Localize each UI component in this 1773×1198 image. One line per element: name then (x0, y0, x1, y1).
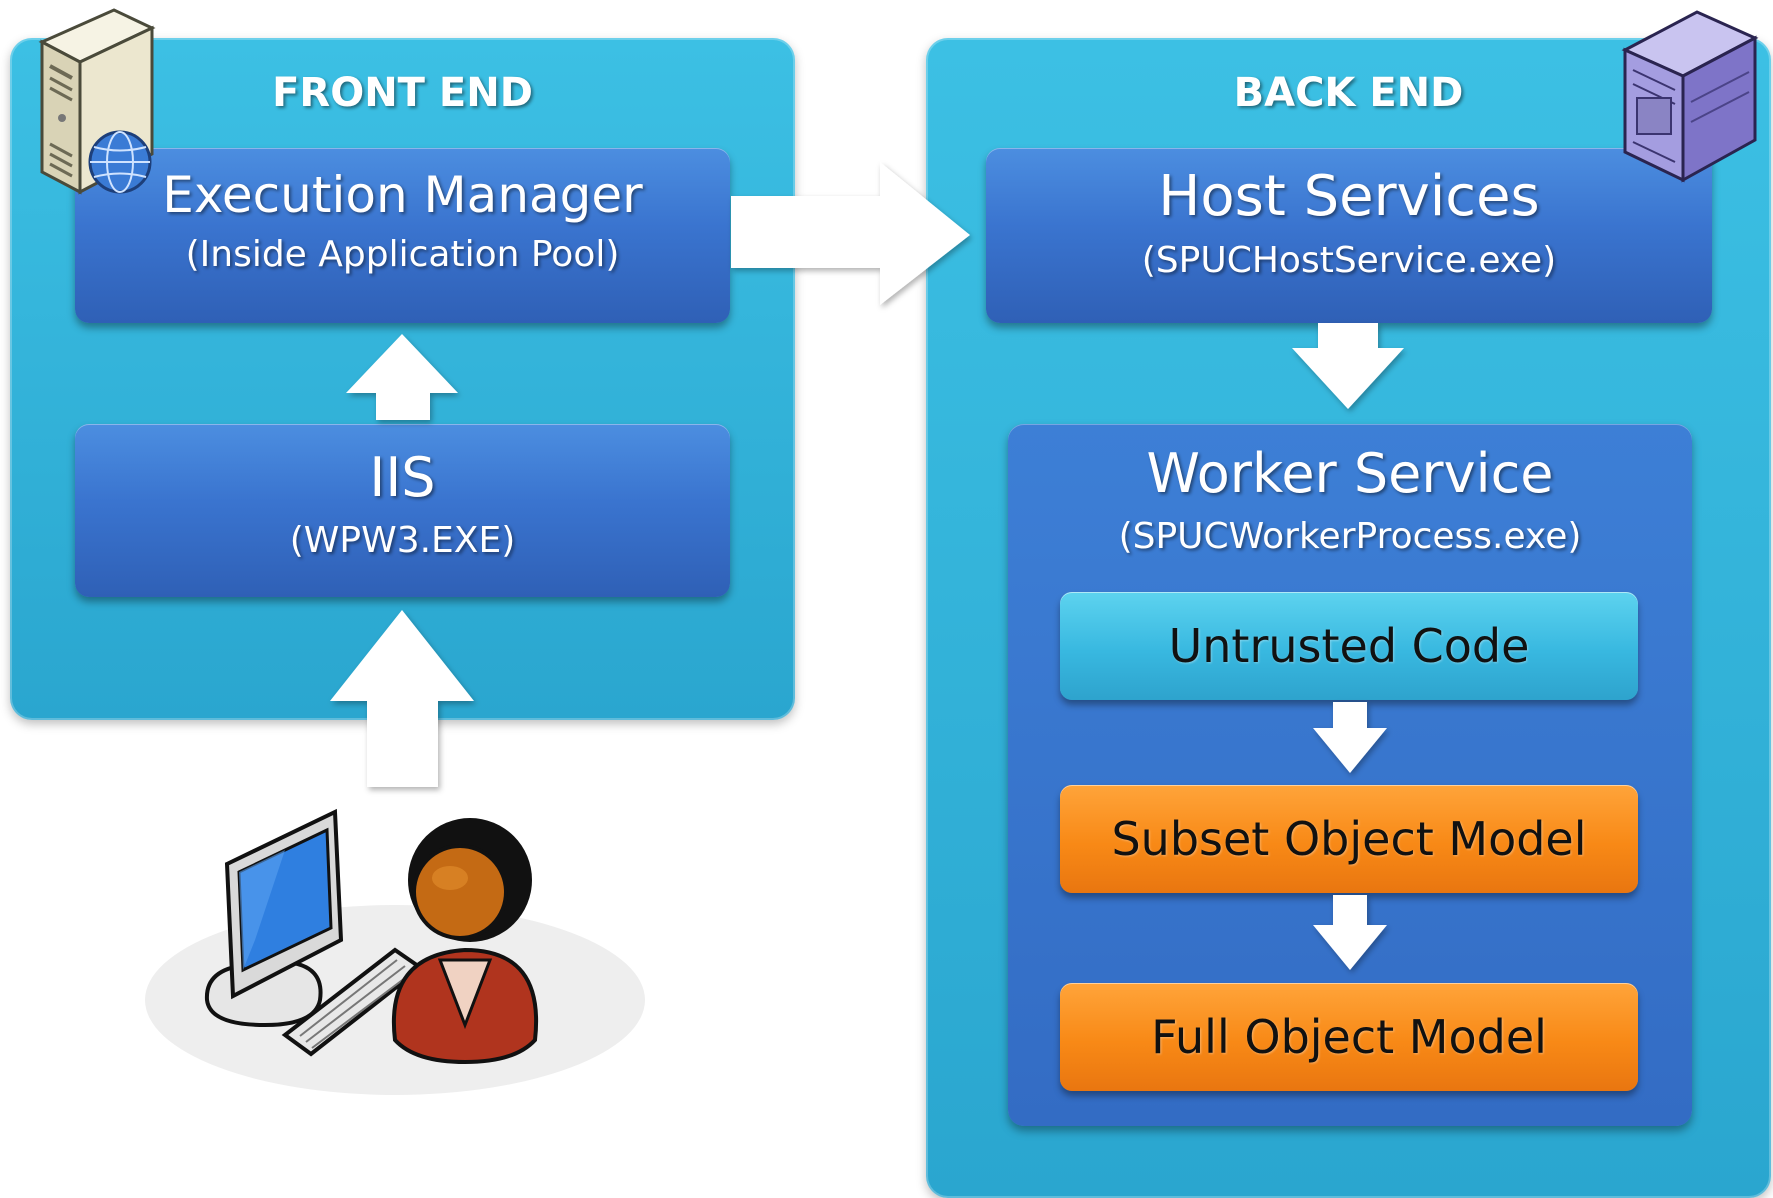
host-services-title: Host Services (1158, 164, 1540, 229)
iis-box: IIS (WPW3.EXE) (75, 424, 730, 597)
monitor-icon (204, 808, 344, 1028)
execution-manager-box: Execution Manager (Inside Application Po… (75, 148, 730, 323)
arrow-execution-manager-to-host-services (731, 162, 970, 305)
web-server-icon (38, 8, 156, 195)
arrow-untrusted-to-subset (1313, 702, 1387, 773)
untrusted-code-box: Untrusted Code (1060, 592, 1638, 700)
iis-title: IIS (369, 446, 436, 509)
back-end-title: BACK END (1233, 70, 1464, 116)
host-services-subtitle: (SPUCHostService.exe) (1141, 240, 1557, 281)
execution-manager-subtitle: (Inside Application Pool) (185, 234, 620, 275)
execution-manager-title: Execution Manager (162, 166, 643, 224)
iis-subtitle: (WPW3.EXE) (289, 520, 516, 561)
mainframe-server-icon (1621, 10, 1759, 183)
arrow-iis-to-execution-manager (346, 334, 458, 420)
subset-object-model-box: Subset Object Model (1060, 785, 1638, 893)
user-computer-icon (145, 808, 645, 1095)
arrow-subset-to-full (1313, 895, 1387, 970)
worker-service-subtitle: (SPUCWorkerProcess.exe) (1118, 516, 1582, 557)
host-services-box: Host Services (SPUCHostService.exe) (986, 148, 1712, 323)
keyboard-icon (281, 947, 425, 1057)
worker-service-title: Worker Service (1146, 442, 1554, 505)
arrow-user-to-iis (330, 610, 474, 787)
front-end-title: FRONT END (272, 70, 533, 116)
full-object-model-box: Full Object Model (1060, 983, 1638, 1091)
person-icon (391, 818, 539, 1065)
arrow-host-to-worker (1292, 323, 1404, 409)
